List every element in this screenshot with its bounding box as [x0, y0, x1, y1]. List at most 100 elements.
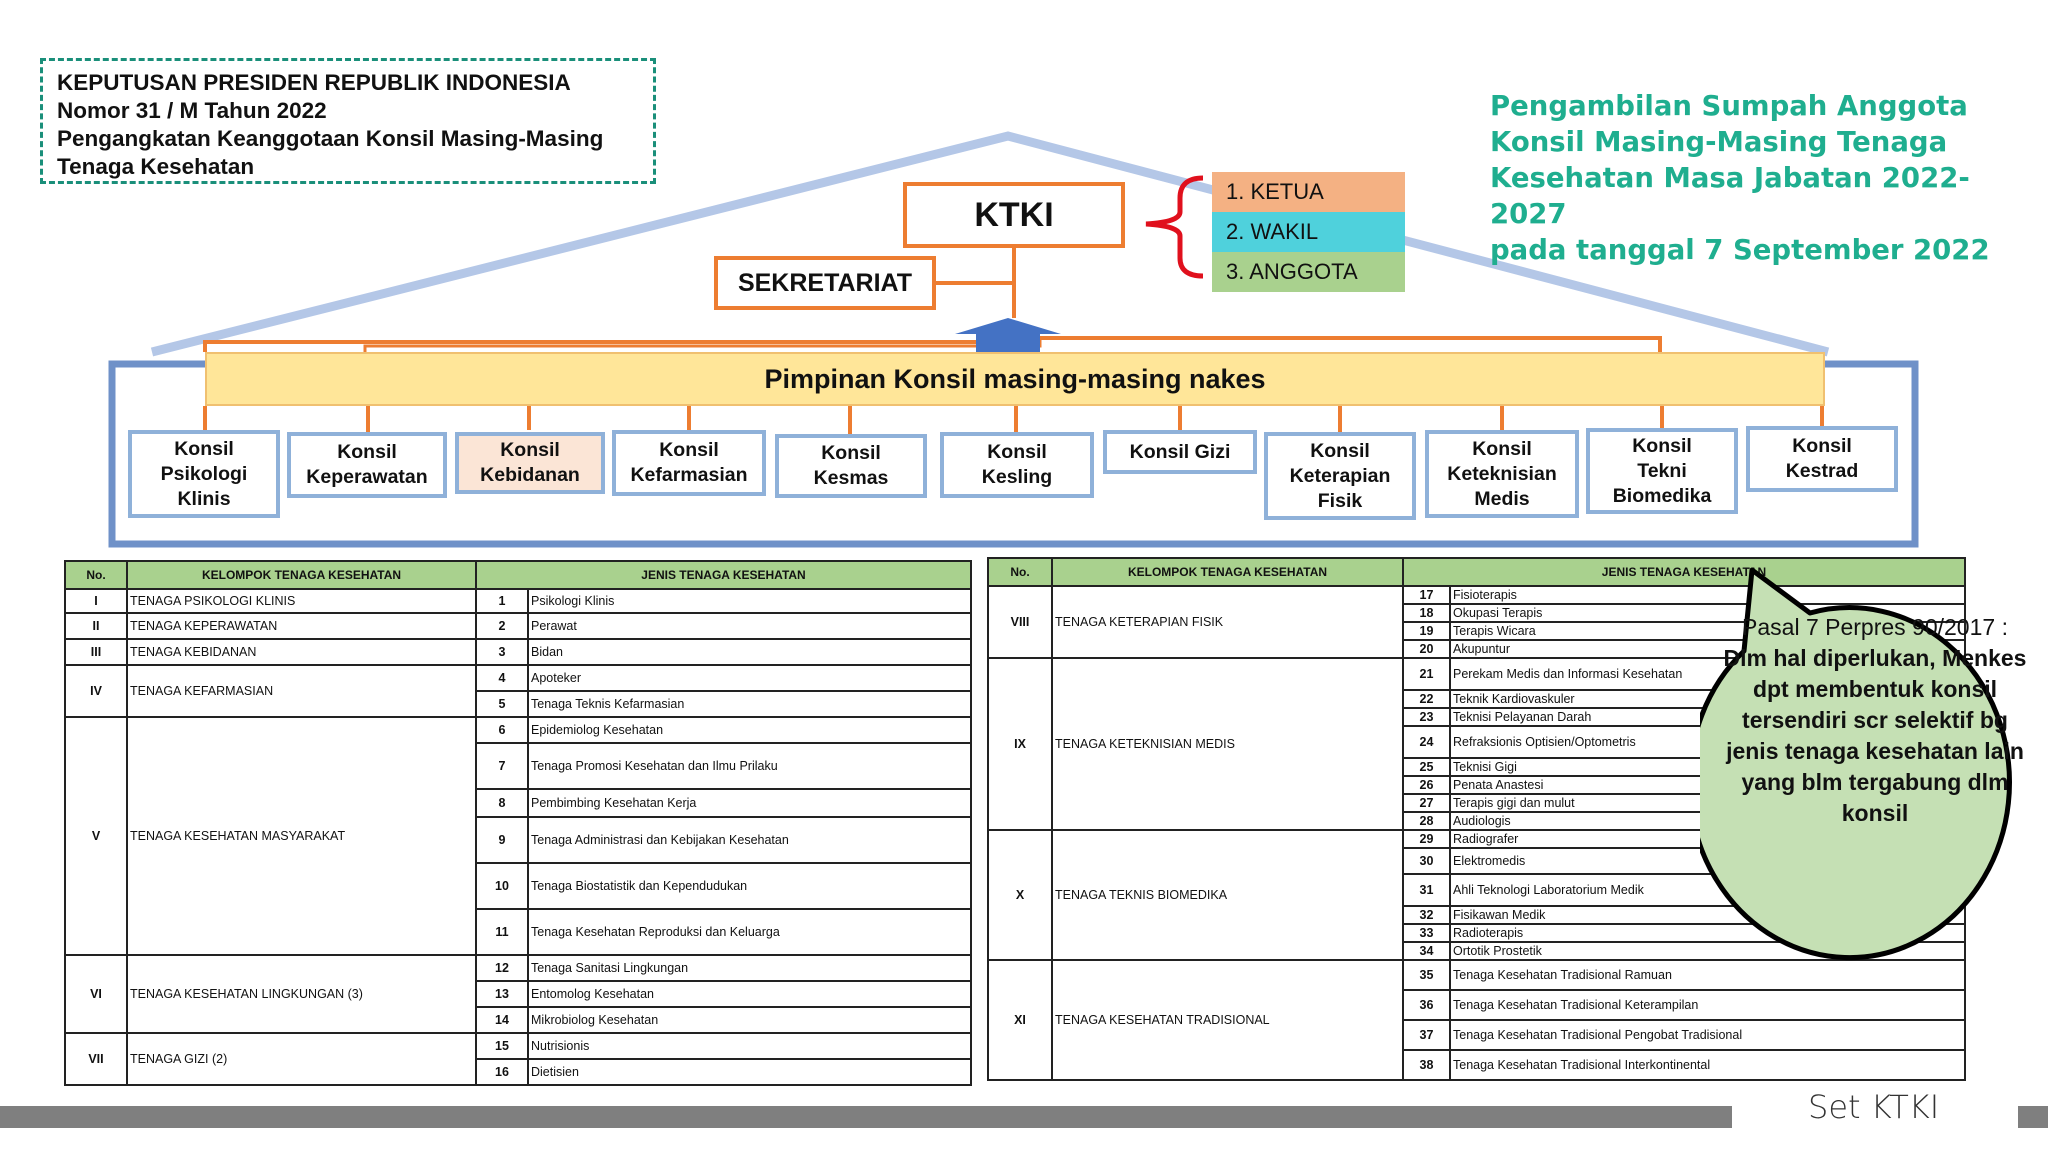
group-name: TENAGA KESEHATAN TRADISIONAL: [1051, 959, 1404, 1081]
group-name: TENAGA KEFARMASIAN: [126, 664, 477, 718]
item-name: Tenaga Promosi Kesehatan dan Ilmu Prilak…: [527, 742, 972, 790]
item-number: 22: [1402, 689, 1451, 709]
item-name: Tenaga Sanitasi Lingkungan: [527, 954, 972, 982]
item-number: 19: [1402, 621, 1451, 641]
konsil-gizi: Konsil Gizi: [1103, 430, 1257, 474]
konsil-label: Konsil Kefarmasian: [630, 439, 748, 486]
item-number: 1: [475, 588, 529, 614]
item-number: 5: [475, 690, 529, 718]
konsil-label: Konsil Tekni Biomedika: [1612, 434, 1712, 507]
ceremony-line: Konsil Masing-Masing Tenaga: [1490, 126, 1948, 158]
ceremony-line: Kesehatan Masa Jabatan 2022-2027: [1490, 162, 1970, 230]
konsil-keterapian-fisik: Konsil Keterapian Fisik: [1264, 432, 1416, 520]
col-header-no: No.: [987, 557, 1053, 587]
item-name: Mikrobiolog Kesehatan: [527, 1006, 972, 1034]
item-number: 27: [1402, 793, 1451, 813]
group-name: TENAGA KETEKNISIAN MEDIS: [1051, 657, 1404, 831]
arrow-up-icon: [955, 318, 1061, 352]
col-header-kelompok: KELOMPOK TENAGA KESEHATAN: [126, 560, 477, 590]
item-name: Psikologi Klinis: [527, 588, 972, 614]
item-name: Apoteker: [527, 664, 972, 692]
item-number: 26: [1402, 775, 1451, 795]
item-number: 28: [1402, 811, 1451, 831]
group-name: TENAGA KEPERAWATAN: [126, 612, 477, 640]
konsil-label: Konsil Gizi: [1129, 440, 1231, 463]
group-number: II: [64, 612, 128, 640]
callout-lead: Pasal 7 Perpres 90/2017 :: [1742, 614, 2008, 640]
item-number: 21: [1402, 657, 1451, 691]
callout-text: Pasal 7 Perpres 90/2017 : Dlm hal diperl…: [1720, 612, 2030, 829]
item-number: 30: [1402, 847, 1451, 875]
group-number: IV: [64, 664, 128, 718]
konsil-label: Konsil Kesling: [981, 441, 1053, 488]
role-anggota: 3. ANGGOTA: [1212, 252, 1405, 292]
group-number: VII: [64, 1032, 128, 1086]
item-number: 14: [475, 1006, 529, 1034]
item-number: 4: [475, 664, 529, 692]
item-name: Tenaga Kesehatan Tradisional Ramuan: [1449, 959, 1966, 991]
group-number: VI: [64, 954, 128, 1034]
callout-bold: Dlm hal diperlukan, Menkes dpt membentuk…: [1723, 645, 2027, 826]
decree-line: Nomor 31 / M Tahun 2022: [57, 98, 327, 123]
konsil-kebidanan: Konsil Kebidanan: [455, 432, 605, 494]
item-name: Entomolog Kesehatan: [527, 980, 972, 1008]
item-name: Epidemiolog Kesehatan: [527, 716, 972, 744]
konsil-label: Konsil Kebidanan: [480, 439, 580, 486]
col-header-jenis: JENIS TENAGA KESEHATAN: [1402, 557, 1966, 587]
ceremony-line: Pengambilan Sumpah Anggota: [1490, 90, 1968, 122]
item-name: Tenaga Biostatistik dan Kependudukan: [527, 862, 972, 910]
roof-outline: [150, 131, 1830, 357]
footer-bar: [0, 1106, 1732, 1128]
group-number: VIII: [987, 585, 1053, 659]
item-number: 35: [1402, 959, 1451, 991]
konsil-label: Konsil Kesmas: [813, 442, 889, 489]
group-number: XI: [987, 959, 1053, 1081]
decree-line: Tenaga Kesehatan: [57, 154, 255, 179]
group-name: TENAGA KESEHATAN MASYARAKAT: [126, 716, 477, 956]
left-table: No. KELOMPOK TENAGA KESEHATAN JENIS TENA…: [64, 560, 972, 1086]
callout-bubble: [1700, 567, 2012, 961]
group-name: TENAGA KETERAPIAN FISIK: [1051, 585, 1404, 659]
group-name: TENAGA KEBIDANAN: [126, 638, 477, 666]
footer-label: Set KTKI: [1808, 1088, 1940, 1126]
item-name: Pembimbing Kesehatan Kerja: [527, 788, 972, 818]
group-name: TENAGA PSIKOLOGI KLINIS: [126, 588, 477, 614]
item-number: 18: [1402, 603, 1451, 623]
item-number: 20: [1402, 639, 1451, 659]
konsil-label: Konsil Kestrad: [1785, 435, 1859, 482]
item-name: Bidan: [527, 638, 972, 666]
role-wakil: 2. WAKIL: [1212, 212, 1405, 252]
group-name: TENAGA GIZI (2): [126, 1032, 477, 1086]
sekretariat-box: SEKRETARIAT: [714, 256, 936, 310]
group-name: TENAGA KESEHATAN LINGKUNGAN (3): [126, 954, 477, 1034]
item-number: 23: [1402, 707, 1451, 727]
item-number: 3: [475, 638, 529, 666]
item-number: 6: [475, 716, 529, 744]
item-name: Tenaga Kesehatan Tradisional Keterampila…: [1449, 989, 1966, 1021]
col-header-jenis: JENIS TENAGA KESEHATAN: [475, 560, 972, 590]
item-number: 16: [475, 1058, 529, 1086]
item-name: Tenaga Kesehatan Tradisional Pengobat Tr…: [1449, 1019, 1966, 1051]
group-number: X: [987, 829, 1053, 961]
item-name: Tenaga Administrasi dan Kebijakan Keseha…: [527, 816, 972, 864]
konsil-kefarmasian: Konsil Kefarmasian: [612, 430, 766, 496]
footer-bar: [2018, 1106, 2048, 1128]
item-number: 12: [475, 954, 529, 982]
